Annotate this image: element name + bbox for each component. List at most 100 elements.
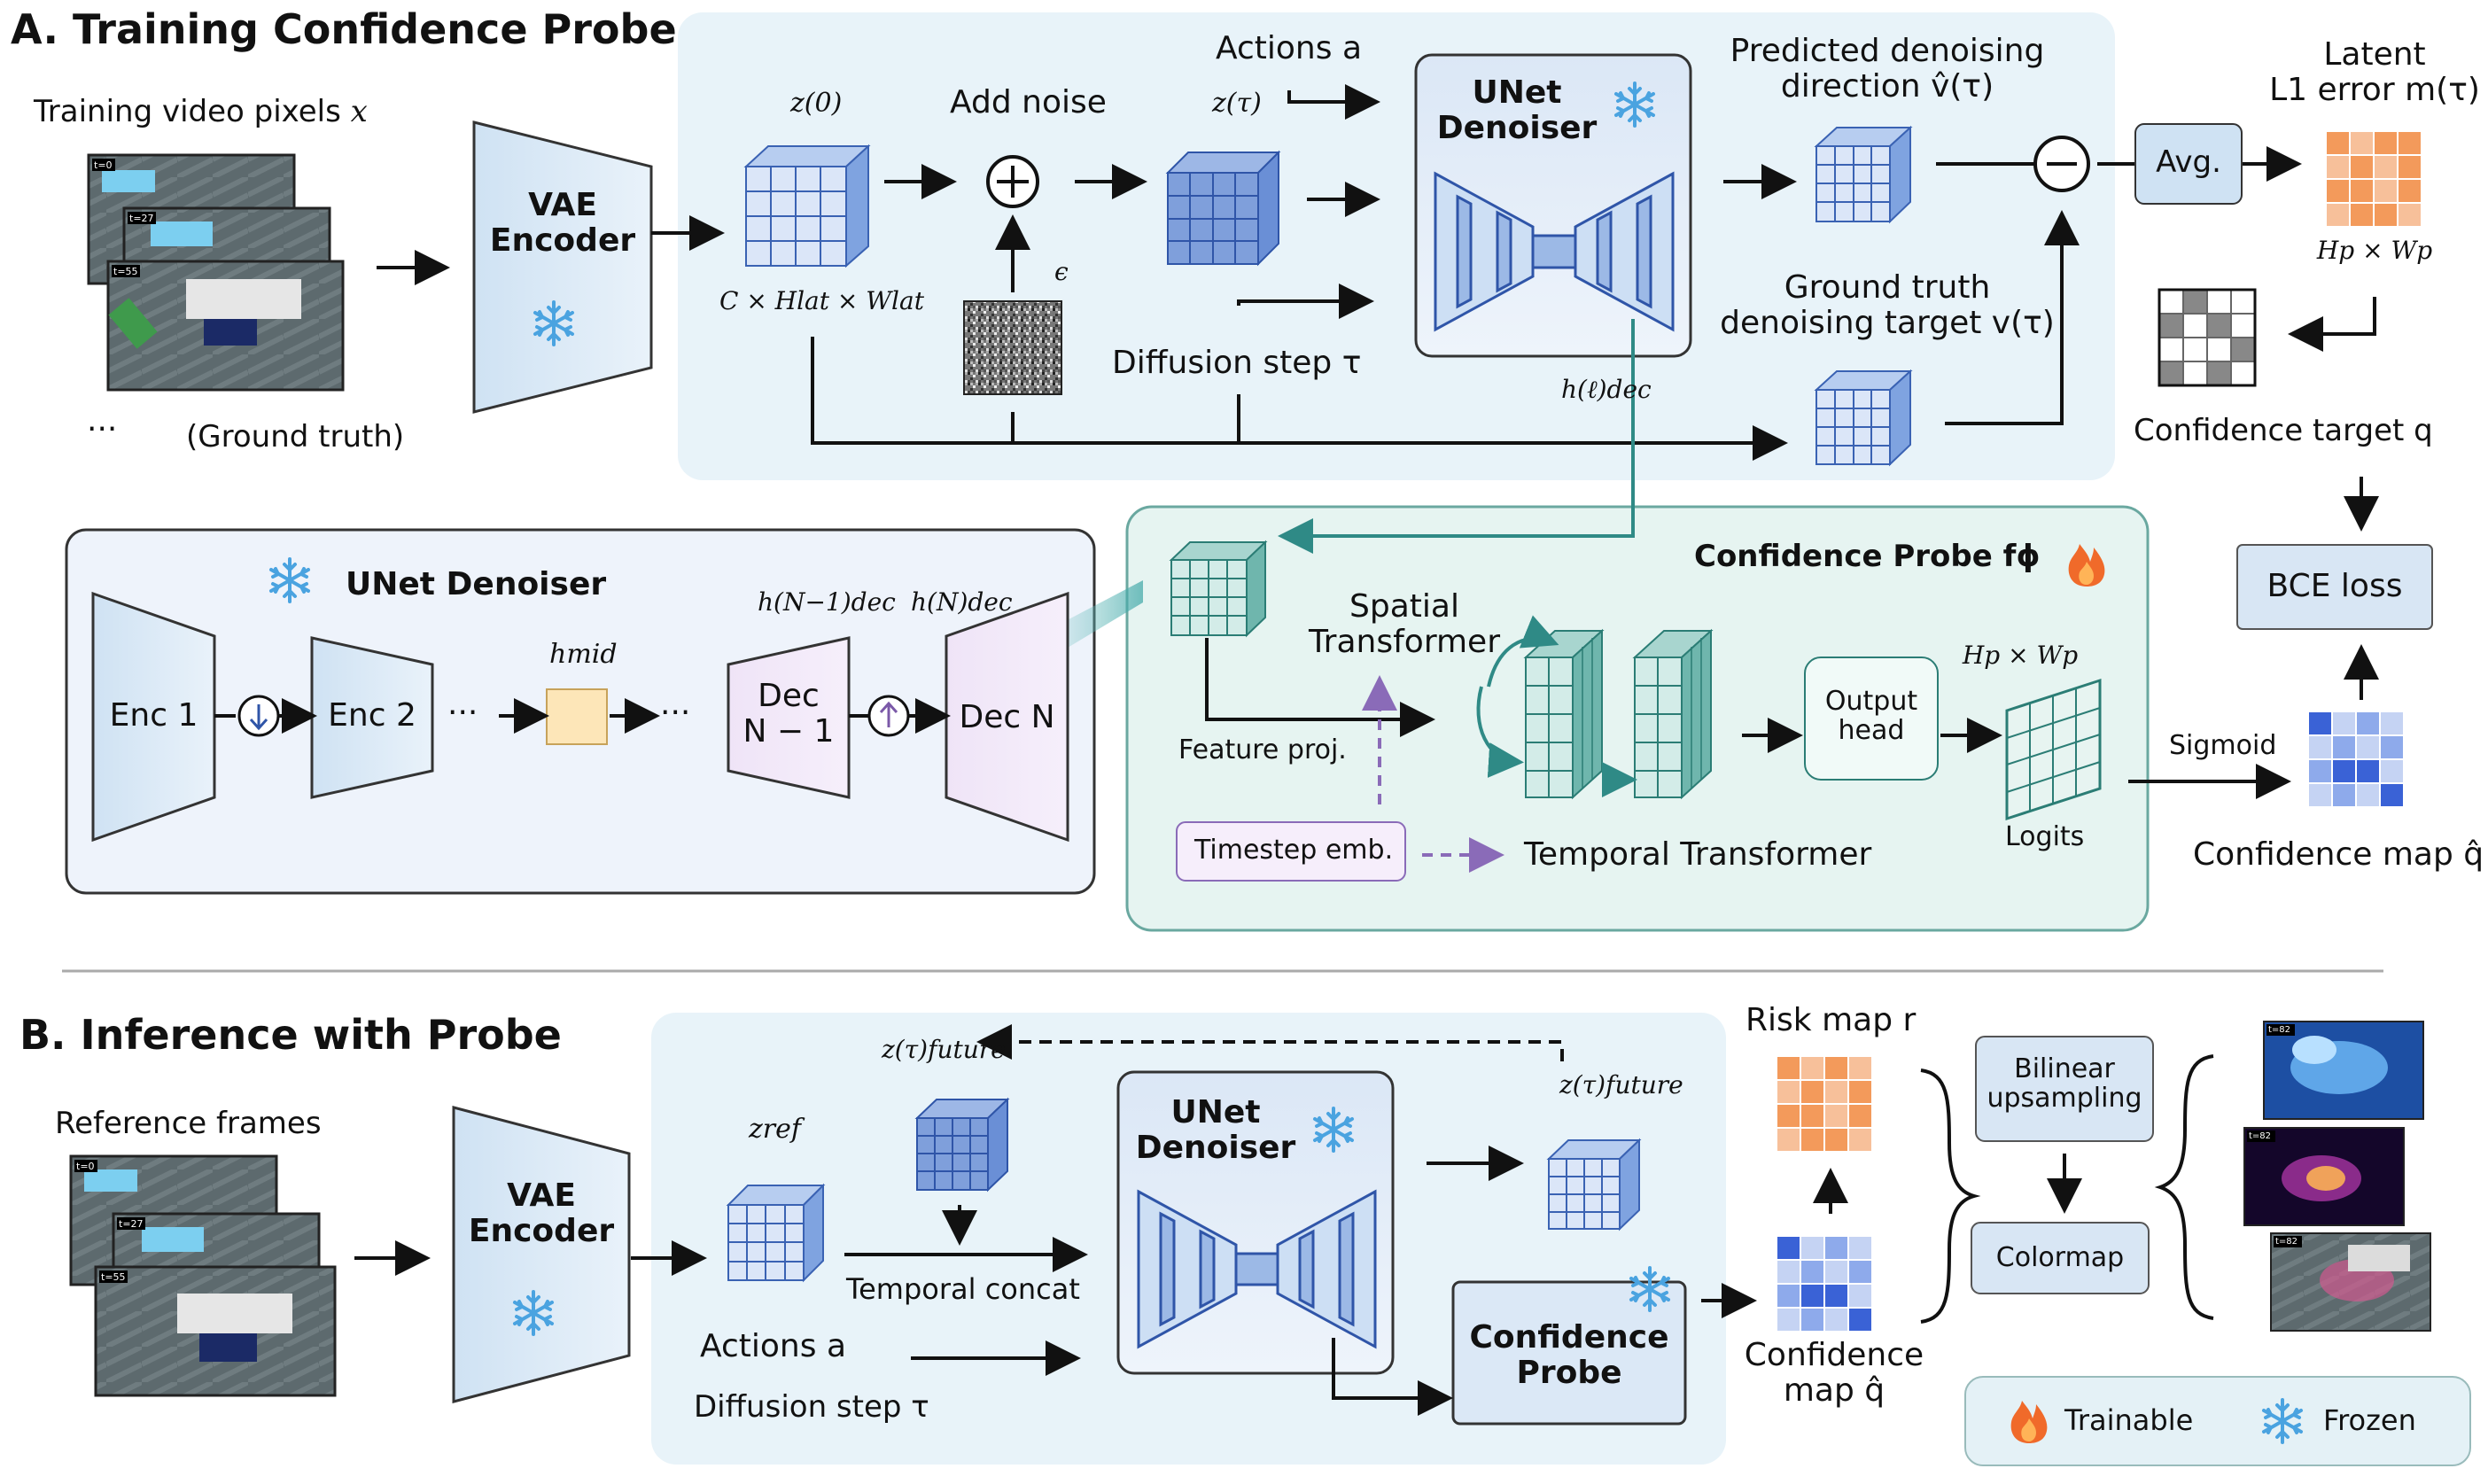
frame-stamp-b-0-text: t=0 [76, 1161, 95, 1172]
z0-label: z(0) [790, 88, 843, 119]
confidence-map-grid-b [1776, 1235, 1873, 1332]
unet-shape-b [1137, 1189, 1377, 1349]
feature-proj-label: Feature proj. [1178, 734, 1347, 765]
latent-cube-z0 [743, 144, 871, 268]
noisy-cube-zfuture [914, 1097, 1010, 1193]
dec-n1-label: Dec N − 1 [743, 678, 835, 750]
probe-input-feature-cube [1169, 540, 1268, 638]
h-dec-n1-label: h(N−1)dec [758, 587, 896, 617]
colormap-label: Colormap [1995, 1242, 2125, 1273]
brace-right [2154, 1054, 2214, 1320]
logits-size-label: Hp × Wp [1962, 641, 2079, 670]
enc-1-block [91, 591, 216, 843]
probe-title: Confidence Probe fϕ [1694, 539, 2041, 574]
dec-n-label: Dec N [959, 699, 1055, 735]
risk-map-grid [1776, 1055, 1873, 1153]
temporal-concat-label: Temporal concat [846, 1272, 1080, 1306]
z-future-out-label: z(τ)future [1559, 1070, 1683, 1099]
output-stamp-0-text: t=82 [2268, 1025, 2291, 1035]
spatial-transformer-label: Spatial Transformer [1308, 588, 1501, 660]
inset-dots-2: ··· [660, 695, 691, 731]
minus-circle-icon [2033, 136, 2090, 192]
epsilon-label: ϵ [1054, 257, 1069, 286]
vae-encoder-a [472, 120, 653, 414]
dashed-timestep-arrows [1362, 675, 1504, 873]
actions-b-label: Actions a [700, 1328, 847, 1364]
frame-stamp-b-2 [99, 1270, 128, 1283]
output-cube-zfuture [1546, 1138, 1642, 1231]
z-ref-label: zref [749, 1114, 802, 1145]
training-video-var: x [350, 94, 368, 129]
training-video-frames [87, 153, 345, 392]
down-arrow-icon [237, 695, 280, 737]
diffusion-step-b-label: Diffusion step τ [694, 1389, 929, 1425]
vae-encoder-a-label: VAE Encoder [489, 187, 636, 259]
frame-stamp-a-1-text: t=27 [129, 213, 154, 224]
frame-stamp-b-2-text: t=55 [101, 1271, 126, 1283]
output-stamp-1-text: t=82 [2249, 1131, 2272, 1141]
z-future-label: z(τ)future [882, 1035, 1006, 1064]
h-dec-n-label: h(N)dec [911, 587, 1013, 617]
arrows-section-a [377, 84, 2379, 700]
h-dec-l-label: h(ℓ)dec [1561, 375, 1652, 404]
reference-video-frames [69, 1154, 337, 1397]
confidence-map-b-label: Confidence map q̂ [1744, 1337, 1924, 1409]
output-head-label: Output head [1824, 686, 1918, 746]
unet-denoiser-b-label: UNet Denoiser [1135, 1094, 1296, 1166]
dec-n1-block [727, 636, 851, 799]
output-stamp-2-text: t=82 [2275, 1237, 2298, 1247]
frame-stamp-b-1-text: t=27 [119, 1218, 144, 1230]
colormap-box [1971, 1222, 2150, 1294]
training-video-label: Training video pixels x [34, 94, 368, 129]
frame-stamp-a-0-text: t=0 [94, 159, 113, 171]
legend-frozen-label: Frozen [2323, 1403, 2416, 1437]
noise-epsilon-image [963, 300, 1062, 395]
confidence-probe-b-label: Confidence Probe [1469, 1319, 1669, 1391]
dec-n-block [945, 591, 1069, 843]
h-mid-box [546, 688, 608, 745]
teal-transformer-arrows [1476, 615, 1637, 797]
bce-loss-label: BCE loss [2266, 568, 2403, 604]
latent-cube-zref [726, 1183, 826, 1283]
add-noise-label: Add noise [950, 84, 1107, 120]
frame-stamp-a-1 [128, 212, 156, 224]
avg-label: Avg. [2156, 144, 2221, 180]
confidence-map-label: Confidence map q̂ [2193, 836, 2484, 873]
bilinear-upsampling-label: Bilinear upsampling [1987, 1053, 2142, 1114]
confidence-probe-b [1451, 1280, 1687, 1426]
section-b-title: B. Inference with Probe [19, 1011, 562, 1059]
predicted-direction-cube [1814, 125, 1913, 224]
arrows-probe [1205, 638, 2291, 799]
section-a-title: A. Training Confidence Probe [11, 5, 677, 53]
risk-map-label: Risk map r [1745, 1002, 1917, 1038]
actions-a-label: Actions a [1216, 30, 1363, 66]
enc-2-block [310, 636, 434, 799]
spatial-transformer-slab-2 [1632, 628, 1714, 800]
timestep-emb-label: Timestep emb. [1194, 835, 1394, 866]
dashed-feedback-arrow [976, 1024, 1564, 1061]
output-visualization-frames [2243, 1021, 2431, 1332]
latent-shape-label: C × Hlat × Wlat [719, 286, 924, 315]
ztau-label: z(τ) [1212, 88, 1262, 119]
reference-frames-label: Reference frames [55, 1106, 322, 1141]
bilinear-upsampling-box [1975, 1036, 2154, 1142]
ground-truth-target-cube [1814, 369, 1913, 467]
bce-loss-box [2236, 544, 2433, 630]
output-stamp-0 [2266, 1024, 2295, 1036]
temporal-transformer-label: Temporal Transformer [1524, 836, 1872, 873]
output-stamp-2 [2274, 1236, 2302, 1247]
latent-error-heatmap [2325, 130, 2422, 228]
output-stamp-1 [2247, 1130, 2275, 1142]
training-video-text: Training video pixels [34, 94, 341, 129]
predicted-direction-label: Predicted denoising direction v̂(τ) [1730, 33, 2045, 105]
confidence-target-grid [2158, 288, 2257, 387]
diffusion-step-a-label: Diffusion step τ [1112, 345, 1362, 381]
logits-grid [2005, 678, 2102, 821]
frame-stamp-b-0 [74, 1160, 97, 1172]
latent-error-size-label: Hp × Wp [2316, 236, 2433, 265]
confidence-target-label: Confidence target q [2134, 413, 2433, 448]
logits-label: Logits [2005, 821, 2085, 852]
frame-stamp-b-1 [117, 1217, 145, 1230]
enc-2-label: Enc 2 [328, 697, 416, 734]
